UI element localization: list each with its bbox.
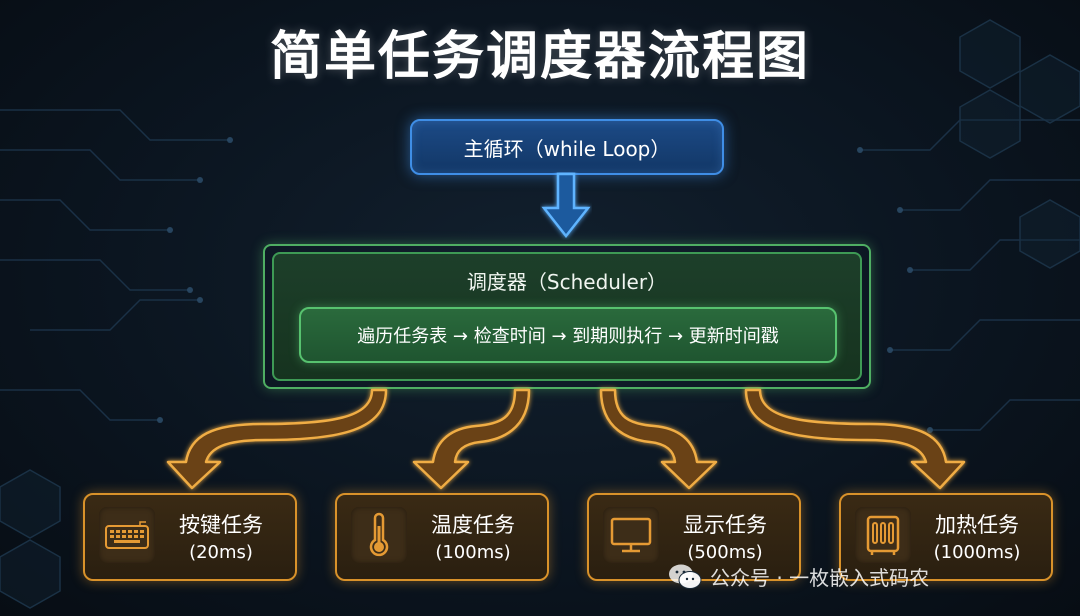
arrow-to-task-2 xyxy=(412,388,531,490)
monitor-icon xyxy=(603,507,659,563)
scheduler-frame xyxy=(263,244,871,389)
task-card-heater: 加热任务 (1000ms) xyxy=(839,493,1053,581)
keyboard-icon xyxy=(99,507,155,563)
scheduler-title: 调度器（Scheduler） xyxy=(466,270,668,294)
arrow-to-task-1 xyxy=(166,388,388,490)
watermark: 公众号 · 一枚嵌入式码农 xyxy=(668,561,929,591)
down-arrow-icon xyxy=(541,172,591,239)
wechat-icon xyxy=(668,563,702,589)
main-loop-label: 主循环（while Loop） xyxy=(463,136,671,161)
task-name: 显示任务 xyxy=(683,513,767,537)
task-period: (500ms) xyxy=(687,542,763,563)
main-loop-node: 主循环（while Loop） xyxy=(410,119,724,175)
task-period: (1000ms) xyxy=(933,542,1021,563)
arrow-to-task-4 xyxy=(744,388,966,490)
scheduler-process-step: 遍历任务表 → 检查时间 → 到期则执行 → 更新时间戳 xyxy=(299,307,837,363)
page-title: 简单任务调度器流程图 xyxy=(269,27,810,87)
task-period: (100ms) xyxy=(435,542,511,563)
task-period: (20ms) xyxy=(189,542,253,563)
task-name: 温度任务 xyxy=(431,513,515,537)
task-card-display: 显示任务 (500ms) xyxy=(587,493,801,581)
task-name: 按键任务 xyxy=(179,513,263,537)
scheduler-process-label: 遍历任务表 → 检查时间 → 到期则执行 → 更新时间戳 xyxy=(357,326,779,347)
watermark-text: 公众号 · 一枚嵌入式码农 xyxy=(710,565,930,590)
arrow-to-task-3 xyxy=(599,388,718,490)
task-card-keyboard: 按键任务 (20ms) xyxy=(83,493,297,581)
thermometer-icon xyxy=(351,507,407,563)
task-card-temperature: 温度任务 (100ms) xyxy=(335,493,549,581)
task-name: 加热任务 xyxy=(935,513,1019,537)
heater-icon xyxy=(855,507,911,563)
